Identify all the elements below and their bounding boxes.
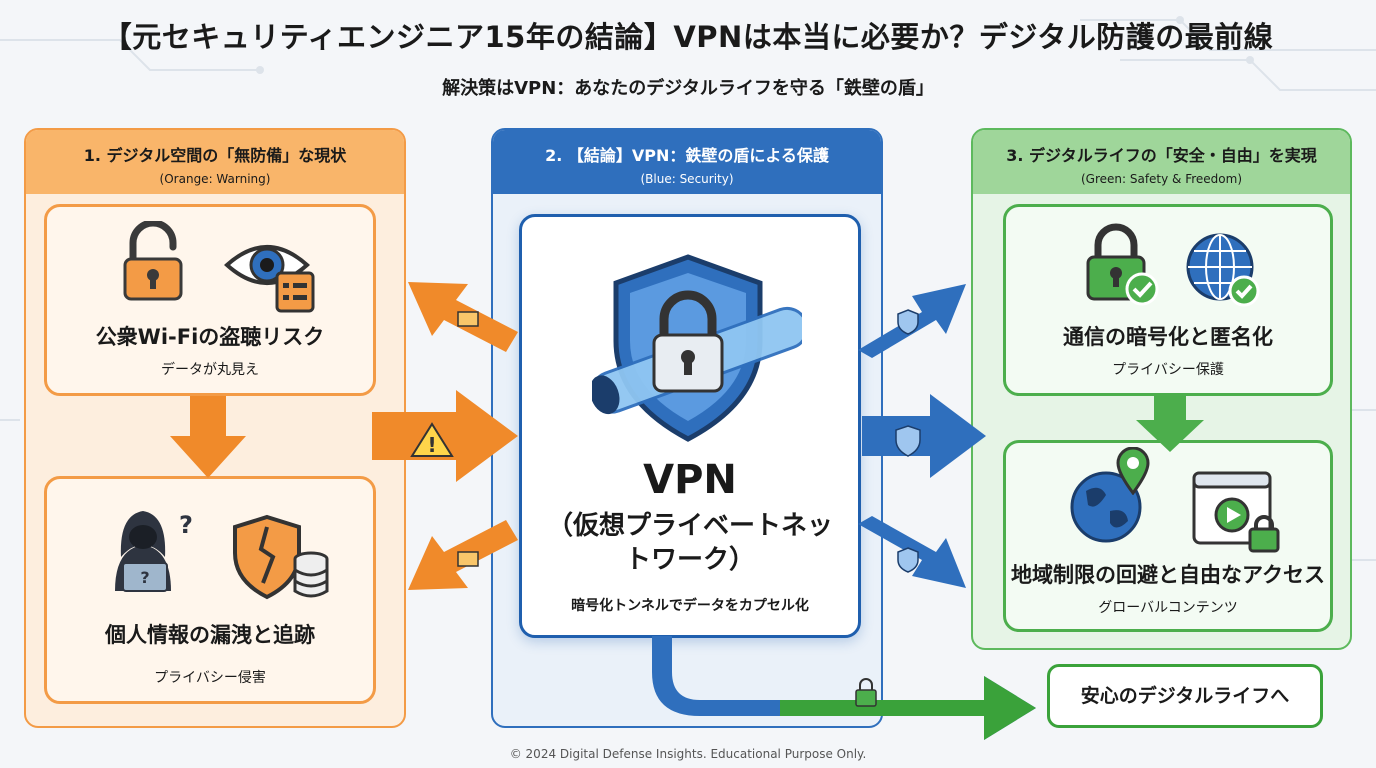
card-data-leak: ? ? 個人情報の漏洩と追跡 プライバシー侵害 bbox=[44, 476, 376, 704]
card-encryption-subtitle: プライバシー保護 bbox=[1112, 362, 1224, 378]
eye-icon bbox=[224, 245, 315, 313]
column-warning-subheading: (Orange: Warning) bbox=[159, 172, 271, 186]
location-pin-icon bbox=[1116, 447, 1150, 495]
column-warning-header: 1. デジタル空間の「無防備」な現状 (Orange: Warning) bbox=[26, 130, 404, 194]
shield-lock-icon bbox=[592, 254, 802, 442]
column-security: 2. 【結論】VPN：鉄壁の盾による保護 (Blue: Security) VP… bbox=[491, 128, 883, 728]
column-freedom-header: 3. デジタルライフの「安全・自由」を実現 (Green: Safety & F… bbox=[973, 130, 1350, 194]
page-title: 【元セキュリティエンジニア15年の結論】VPNは本当に必要か？デジタル防護の最前… bbox=[102, 20, 1274, 54]
vpn-subtitle: （仮想プライベートネットワーク） bbox=[546, 511, 833, 575]
card-geo-access-subtitle: グローバルコンテンツ bbox=[1098, 600, 1238, 616]
column-security-heading: 2. 【結論】VPN：鉄壁の盾による保護 bbox=[545, 146, 829, 165]
card-encryption: 通信の暗号化と匿名化 プライバシー保護 bbox=[1003, 204, 1333, 396]
vpn-description: 暗号化トンネルでデータをカプセル化 bbox=[571, 598, 809, 614]
page-subtitle: 解決策はVPN：あなたのデジタルライフを守る「鉄壁の盾」 bbox=[442, 78, 934, 99]
final-destination: 安心のデジタルライフへ bbox=[1047, 664, 1323, 728]
svg-text:?: ? bbox=[179, 511, 193, 539]
globe-icon bbox=[1070, 471, 1142, 543]
card-wifi-risk-subtitle: データが丸見え bbox=[161, 362, 259, 378]
vpn-title: VPN bbox=[643, 457, 737, 503]
column-security-subheading: (Blue: Security) bbox=[640, 172, 734, 186]
column-freedom-heading: 3. デジタルライフの「安全・自由」を実現 bbox=[1006, 146, 1317, 165]
locked-padlock-icon bbox=[1086, 223, 1159, 306]
vpn-card: VPN （仮想プライベートネットワーク） 暗号化トンネルでデータをカプセル化 bbox=[519, 214, 861, 638]
footer: © 2024 Digital Defense Insights. Educati… bbox=[509, 747, 867, 761]
column-freedom-subheading: (Green: Safety & Freedom) bbox=[1080, 172, 1243, 186]
column-freedom: 3. デジタルライフの「安全・自由」を実現 (Green: Safety & F… bbox=[971, 128, 1352, 650]
card-wifi-risk-title: 公衆Wi-Fiの盗聴リスク bbox=[95, 325, 325, 349]
video-window-icon bbox=[1192, 471, 1280, 553]
column-security-header: 2. 【結論】VPN：鉄壁の盾による保護 (Blue: Security) bbox=[493, 130, 881, 194]
database-icon bbox=[293, 551, 329, 598]
card-encryption-title: 通信の暗号化と匿名化 bbox=[1063, 325, 1273, 349]
hacker-icon: ? ? bbox=[115, 511, 193, 592]
column-warning-heading: 1. デジタル空間の「無防備」な現状 bbox=[83, 146, 347, 165]
card-geo-access-title: 地域制限の回避と自由なアクセス bbox=[1011, 563, 1325, 587]
card-wifi-risk: 公衆Wi-Fiの盗聴リスク データが丸見え bbox=[44, 204, 376, 396]
unlocked-padlock-icon bbox=[123, 221, 183, 301]
svg-text:?: ? bbox=[140, 568, 149, 587]
card-geo-access: 地域制限の回避と自由なアクセス グローバルコンテンツ bbox=[1003, 440, 1333, 632]
column-warning: 1. デジタル空間の「無防備」な現状 (Orange: Warning) 公衆W… bbox=[24, 128, 406, 728]
card-data-leak-title: 個人情報の漏洩と追跡 bbox=[105, 623, 315, 647]
globe-icon bbox=[1186, 233, 1260, 307]
card-data-leak-subtitle: プライバシー侵害 bbox=[154, 670, 266, 686]
